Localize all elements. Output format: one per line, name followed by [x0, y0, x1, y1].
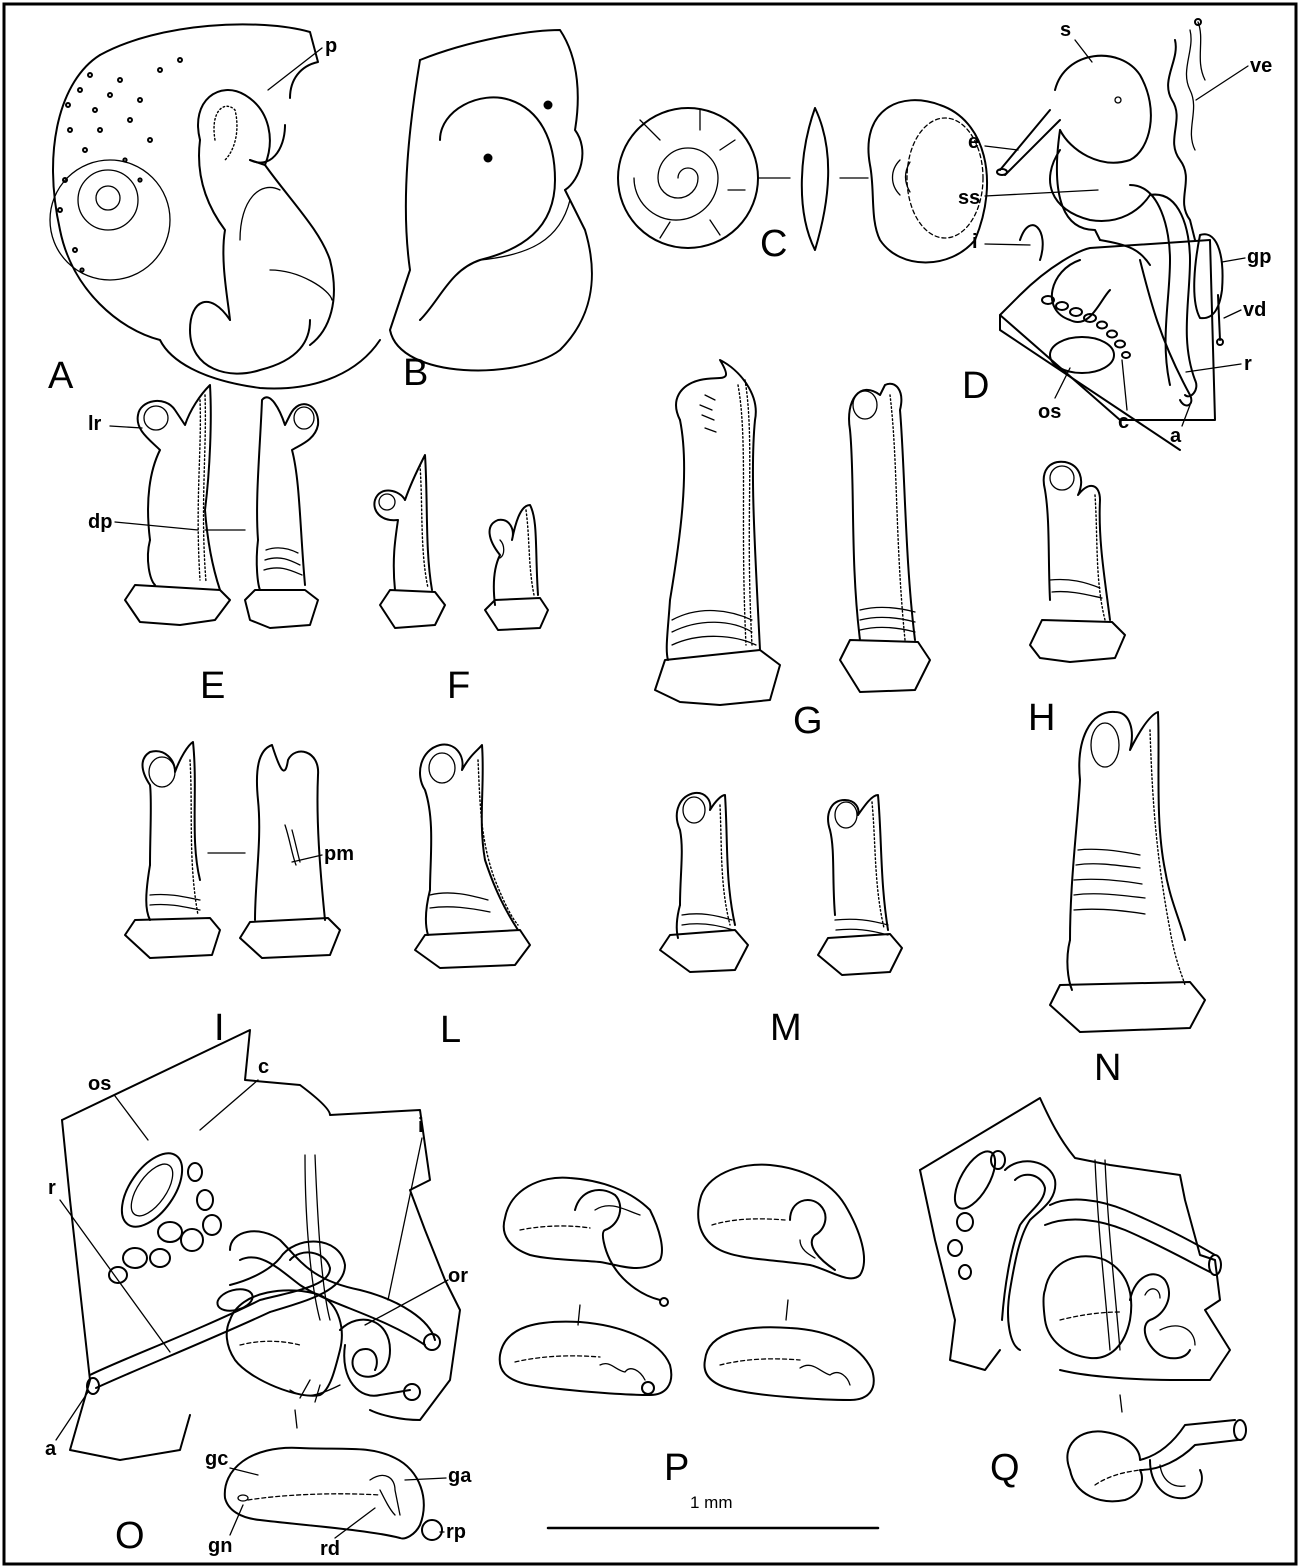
panel-label-l: L [440, 1009, 461, 1051]
label-gp: gp [1247, 246, 1271, 268]
panel-label-c: C [760, 223, 787, 265]
label-o-r: r [48, 1177, 56, 1199]
panel-label-a: A [48, 355, 74, 397]
panel-label-q: Q [990, 1447, 1020, 1489]
label-s: s [1060, 19, 1071, 41]
label-os: os [1038, 401, 1061, 423]
label-r: r [1244, 353, 1252, 375]
label-e: e [968, 131, 979, 153]
label-o-c: c [258, 1056, 269, 1078]
panel-label-f: F [447, 665, 470, 707]
label-c: c [1118, 411, 1129, 433]
label-o-os: os [88, 1073, 111, 1095]
figure-b-body [390, 30, 592, 370]
figure-p-glands [500, 1165, 874, 1400]
figure-m-penis [660, 793, 902, 975]
panel-label-g: G [793, 700, 823, 742]
figure-l-penis [415, 745, 530, 968]
label-gn: gn [208, 1535, 232, 1557]
label-vd: vd [1243, 299, 1266, 321]
figure-f-penis [374, 455, 548, 630]
label-ss: ss [958, 187, 980, 209]
plate-frame [4, 4, 1296, 1564]
label-o-i: i [418, 1115, 424, 1137]
label-i: i [972, 231, 978, 253]
figure-h-penis [1030, 462, 1125, 662]
label-dp: dp [88, 511, 112, 533]
figure-g-penis [655, 360, 930, 705]
panel-label-d: D [962, 365, 989, 407]
figure-d-mantle [997, 19, 1223, 450]
figure-c-operculum [618, 100, 987, 262]
label-ve: ve [1250, 55, 1272, 77]
panel-label-p: P [664, 1447, 689, 1489]
label-ga: ga [448, 1465, 472, 1487]
label-a: a [1170, 425, 1182, 447]
label-o-or: or [448, 1265, 468, 1287]
label-o-a: a [45, 1438, 57, 1460]
panel-label-h: H [1028, 697, 1055, 739]
leader-p [268, 48, 322, 90]
panel-label-o: O [115, 1515, 145, 1557]
figure-n-penis [1050, 712, 1205, 1032]
label-lr: lr [88, 413, 102, 435]
figure-e-penis [125, 385, 318, 628]
label-rp: rp [446, 1521, 466, 1543]
label-rd: rd [320, 1538, 340, 1560]
label-p: p [325, 35, 337, 57]
panel-label-e: E [200, 665, 225, 707]
scale-bar-label: 1 mm [690, 1493, 733, 1512]
figure-i-penis [125, 742, 340, 958]
panel-label-b: B [403, 352, 428, 394]
label-gc: gc [205, 1448, 228, 1470]
figure-q-female-genitalia [920, 1098, 1246, 1501]
panel-label-n: N [1094, 1047, 1121, 1089]
label-pm: pm [324, 843, 354, 865]
panel-label-m: M [770, 1007, 802, 1049]
figure-a-shell-animal [50, 24, 380, 388]
